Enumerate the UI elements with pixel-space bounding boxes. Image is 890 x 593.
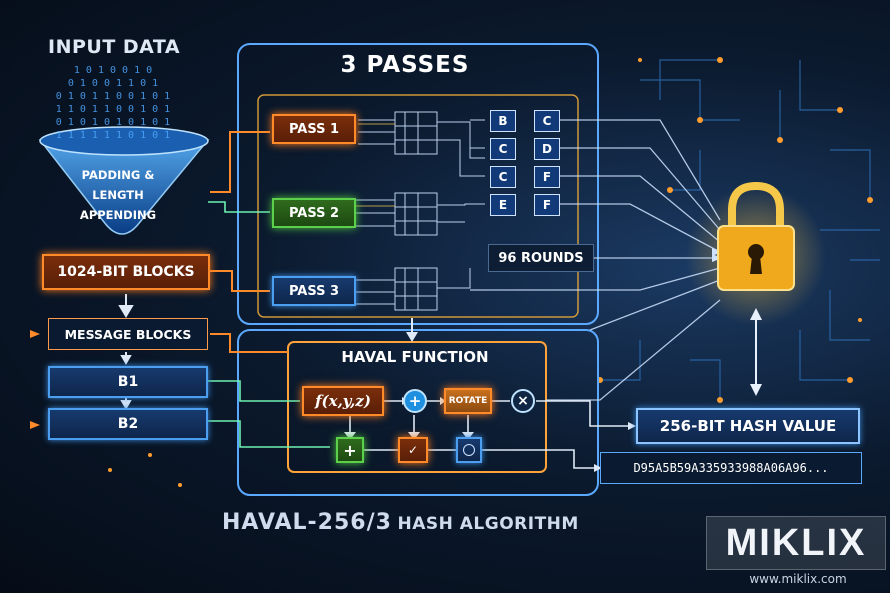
padlock-icon [717,181,795,291]
message-blocks-box: MESSAGE BLOCKS [48,318,208,350]
algorithm-title-main: HAVAL-256/3 [222,510,392,535]
haval-frame [287,341,547,473]
add-box-icon: + [336,437,364,463]
lock-input-lines [470,119,721,401]
binary-line: 1 1 0 1 1 0 0 1 0 1 [55,104,171,115]
passes-inner-frame [257,94,579,318]
site-url: www.miklix.com [749,572,847,586]
passes-title: 3 PASSES [340,52,470,78]
register-b: B [490,110,516,132]
padding-label: PADDING & LENGTH APPENDING [58,165,178,225]
miklix-logo: MIKLIX [706,516,886,570]
funnel [38,126,210,235]
check-box-icon: ✓ [398,437,428,463]
circuit-dots [108,57,873,487]
register-c: C [490,166,516,188]
rounds-label: 96 ROUNDS [488,244,594,272]
binary-line: 1 0 1 0 0 1 0 [73,65,153,76]
binary-line: 0 1 0 1 0 1 0 1 0 1 [55,117,171,128]
pass-2-box: PASS 2 [272,198,356,228]
register-d: D [534,138,560,160]
blocks-1024-box: 1024-BIT BLOCKS [42,254,210,290]
register-f: F [534,194,560,216]
algorithm-title-sub: HASH ALGORITHM [397,514,579,534]
rotate-box: ROTATE [444,388,492,414]
add-circle-icon: + [403,389,427,413]
multiply-circle-icon: × [511,389,535,413]
register-e: E [490,194,516,216]
hash-value-label-box: 256-BIT HASH VALUE [636,408,860,444]
b2-box: B2 [48,408,208,440]
pass-1-box: PASS 1 [272,114,356,144]
haval-outer-frame [237,329,599,496]
binary-stream: 1 0 1 0 0 1 0 0 1 0 0 1 1 0 1 0 1 0 1 1 … [28,64,198,142]
binary-line: 0 1 0 1 1 0 0 1 0 1 [55,91,171,102]
register-c: C [534,110,560,132]
haval-internal-lines [349,400,634,469]
binary-line: 0 1 0 0 1 1 0 1 [67,78,159,89]
register-c: C [490,138,516,160]
pass-3-box: PASS 3 [272,276,356,306]
b1-box: B1 [48,366,208,398]
padding-label-line1: PADDING & [81,168,155,182]
passes-frame [237,43,599,325]
pass-gate-lines [350,111,485,311]
padding-label-line2: LENGTH APPENDING [79,188,157,222]
register-f: F [534,166,560,188]
hash-value-box: D95A5B59A335933988A06A96... [600,452,862,484]
binary-line: 1 1 1 1 1 1 0 1 0 1 [55,130,171,141]
fxyz-box: f(x,y,z) [302,386,384,416]
circuit-traces [600,59,880,400]
input-data-title: INPUT DATA [48,36,181,58]
haval-function-title: HAVAL FUNCTION [341,348,489,366]
dot-box-icon [456,437,482,463]
algorithm-title: HAVAL-256/3 HASH ALGORITHM [222,510,579,535]
